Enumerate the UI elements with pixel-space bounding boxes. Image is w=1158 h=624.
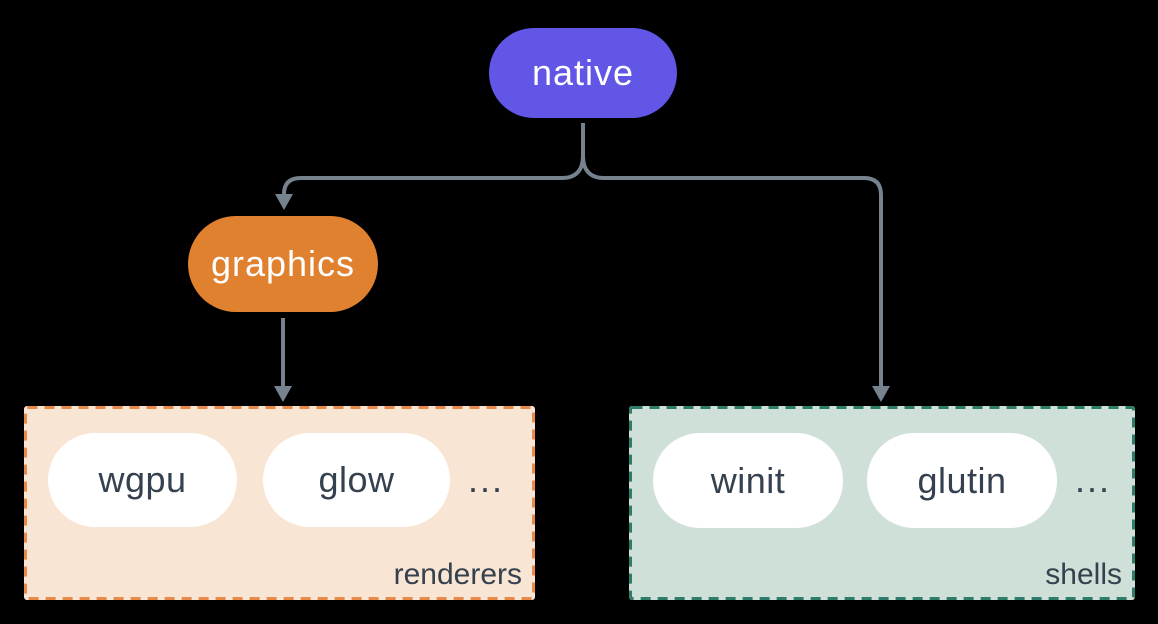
edge-native-shells bbox=[581, 123, 883, 387]
node-graphics-label: graphics bbox=[210, 243, 356, 284]
group-renderers: wgpu glow ... renderers bbox=[24, 406, 535, 600]
node-graphics: graphics bbox=[188, 216, 378, 312]
group-label-shells: shells bbox=[1045, 558, 1122, 591]
pill-wgpu-label: wgpu bbox=[98, 459, 187, 500]
pill-wgpu: wgpu bbox=[48, 433, 237, 527]
pill-glow-label: glow bbox=[318, 459, 395, 500]
ellipsis-renderers: ... bbox=[467, 459, 504, 500]
pill-glutin-label: glutin bbox=[917, 459, 1007, 501]
arrow-down-renderers-icon bbox=[274, 386, 292, 402]
group-shells: winit glutin ... shells bbox=[629, 406, 1135, 600]
arrow-down-shells-icon bbox=[872, 386, 890, 402]
pill-winit-label: winit bbox=[710, 459, 786, 501]
group-label-renderers: renderers bbox=[393, 558, 522, 591]
pill-winit: winit bbox=[653, 433, 843, 528]
node-native: native bbox=[489, 28, 677, 118]
edge-native-graphics bbox=[282, 123, 585, 195]
pill-glutin: glutin bbox=[867, 433, 1057, 528]
node-native-label: native bbox=[531, 52, 635, 93]
pill-glow: glow bbox=[263, 433, 450, 527]
arrow-down-graphics-icon bbox=[275, 194, 293, 210]
ellipsis-shells: ... bbox=[1074, 459, 1111, 500]
